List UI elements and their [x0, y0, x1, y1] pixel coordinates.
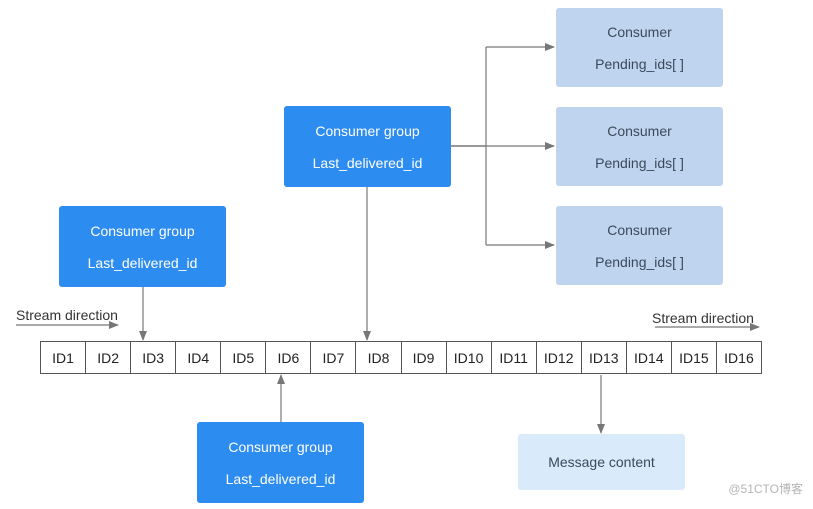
stream-cell-id14: ID14	[627, 342, 672, 373]
stream-cell-id16: ID16	[724, 349, 754, 366]
stream-cell-id15: ID15	[672, 342, 717, 373]
consumer-field: Pending_ids[ ]	[595, 253, 684, 270]
stream-id-row: ID1 ID2 ID3 ID4 ID5 ID6 ID7 ID8 ID9 ID10…	[40, 341, 762, 374]
stream-cell-id11: ID11	[492, 342, 537, 373]
consumer-title: Consumer	[607, 221, 672, 238]
consumer-group-title: Consumer group	[90, 222, 195, 239]
stream-direction-label-right: Stream direction	[652, 310, 754, 326]
stream-cell-id8: ID8	[356, 342, 402, 373]
stream-cell-id13: ID13	[582, 342, 627, 373]
consumer-group-title: Consumer group	[315, 122, 420, 139]
stream-cell-id10: ID10	[447, 342, 492, 373]
consumer-group-field: Last_delivered_id	[312, 154, 423, 171]
message-content-box: Message content	[518, 434, 685, 490]
consumer-group-field: Last_delivered_id	[225, 470, 336, 487]
watermark: @51CTO博客	[728, 482, 803, 496]
stream-cell-id7: ID7	[311, 342, 357, 373]
consumer-group-bottom: Consumer group Last_delivered_id	[197, 422, 364, 503]
stream-direction-label-left: Stream direction	[16, 307, 118, 323]
stream-cell-id6: ID6	[266, 342, 312, 373]
consumer-field: Pending_ids[ ]	[595, 154, 684, 171]
stream-cell-id2: ID2	[86, 342, 132, 373]
message-content-label: Message content	[548, 454, 655, 470]
consumer-3: Consumer Pending_ids[ ]	[556, 206, 723, 285]
consumer-2: Consumer Pending_ids[ ]	[556, 107, 723, 186]
stream-cell-id3: ID3	[131, 342, 177, 373]
consumer-group-field: Last_delivered_id	[87, 254, 198, 271]
stream-cell-id9: ID9	[402, 342, 447, 373]
consumer-title: Consumer	[607, 122, 672, 139]
consumer-field: Pending_ids[ ]	[595, 55, 684, 72]
consumer-1: Consumer Pending_ids[ ]	[556, 8, 723, 87]
stream-cell-id5: ID5	[221, 342, 267, 373]
stream-cell-id12: ID12	[537, 342, 582, 373]
stream-cell-id1: ID1	[41, 342, 87, 373]
stream-cell-id4: ID4	[176, 342, 222, 373]
consumer-group-title: Consumer group	[228, 438, 333, 455]
consumer-title: Consumer	[607, 23, 672, 40]
consumer-group-left: Consumer group Last_delivered_id	[59, 206, 226, 287]
consumer-group-top: Consumer group Last_delivered_id	[284, 106, 451, 187]
